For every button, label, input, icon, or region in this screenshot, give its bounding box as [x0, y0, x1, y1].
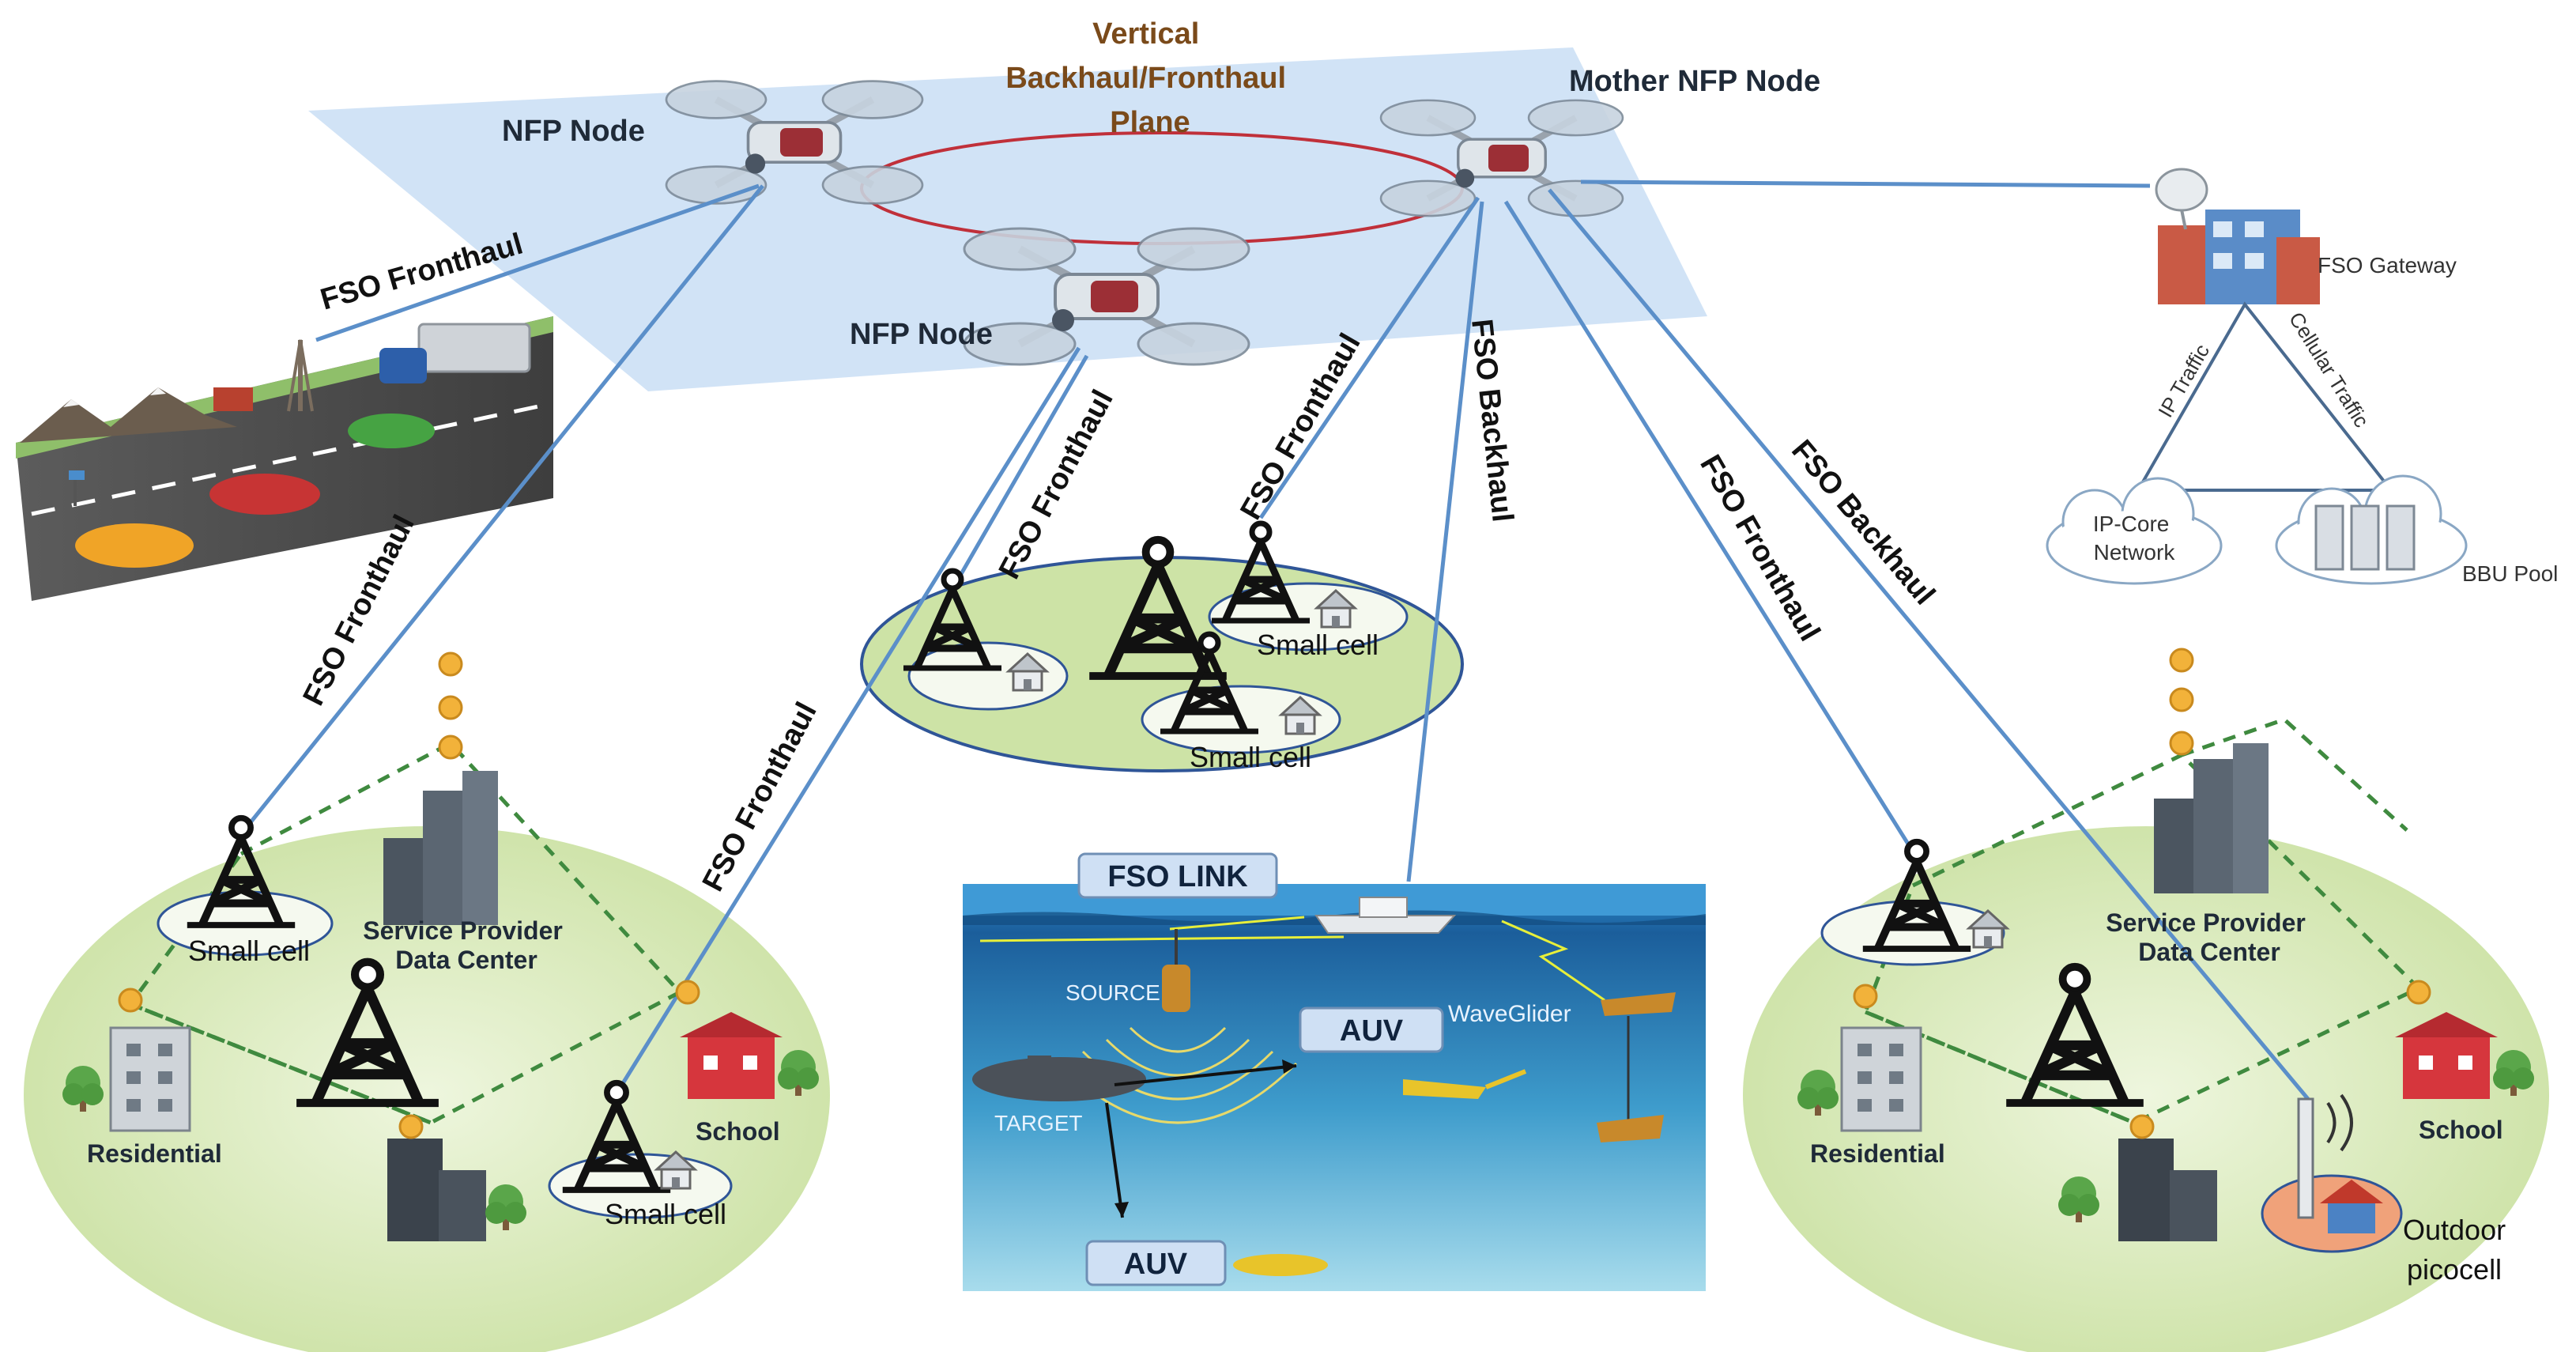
fso-fronthaul-label-lower: FSO Fronthaul — [696, 697, 824, 897]
target-label: TARGET — [994, 1111, 1082, 1135]
source-label: SOURCE — [1065, 980, 1160, 1005]
fso-fronthaul-label-center-right: FSO Fronthaul — [1234, 328, 1367, 526]
bulb-icon — [438, 695, 463, 720]
bulb-icon — [438, 735, 463, 760]
picocell-house-icon — [2320, 1180, 2383, 1233]
bulb-icon — [2169, 648, 2194, 673]
bulb-icon — [398, 1114, 424, 1139]
right-data-center-icon — [2154, 743, 2269, 893]
vertical-plane — [308, 47, 1707, 391]
small-cell-label: Small cell — [605, 1198, 726, 1230]
fso-link-box — [1077, 852, 1278, 899]
fso-backhaul-label-right: FSO Backhaul — [1785, 434, 1941, 611]
mother-nfp-node-label: Mother NFP Node — [1569, 65, 1820, 98]
right-data-center-label: Service Provider Data Center — [2106, 908, 2312, 966]
ip-core-label: IP-Core Network — [2093, 512, 2175, 565]
left-school-icon — [680, 1012, 783, 1099]
bulb-icon — [438, 651, 463, 677]
center-cell-1 — [907, 641, 1069, 711]
bulb-icon — [2406, 980, 2431, 1005]
right-school-icon — [2395, 1012, 2498, 1099]
bulb-icon — [2169, 687, 2194, 712]
bulb-icon — [2129, 1114, 2155, 1139]
small-cell-label: Small cell — [1257, 629, 1379, 661]
ip-core-cloud — [2046, 477, 2223, 585]
right-residential-label: Residential — [1810, 1139, 1945, 1168]
bbu-pool-cloud — [2275, 474, 2468, 585]
bulb-icon — [1853, 984, 1878, 1009]
right-school-label: School — [2419, 1116, 2503, 1144]
plane-title: Vertical Backhaul/Fronthaul Plane — [1005, 17, 1294, 139]
auv-label-upper: AUV — [1340, 1014, 1404, 1048]
fso-link-label: FSO LINK — [1107, 860, 1248, 893]
small-cell-label: Small cell — [188, 935, 310, 967]
fso-links — [239, 179, 2310, 1101]
fso-gateway-label: FSO Gateway — [2318, 253, 2457, 278]
left-ground-area — [24, 826, 830, 1352]
picocell-antenna-icon — [2297, 1093, 2353, 1219]
bulb-icon — [675, 980, 700, 1005]
left-school-label: School — [696, 1117, 780, 1146]
waveglider-label: WaveGlider — [1448, 1001, 1571, 1027]
nfp-node-left-label: NFP Node — [502, 115, 645, 148]
left-residential-label: Residential — [87, 1139, 222, 1168]
auv-label-lower: AUV — [1124, 1248, 1188, 1281]
fso-gateway-building — [2155, 168, 2320, 304]
highway-scene — [16, 316, 554, 601]
underwater-panel — [963, 884, 1706, 1291]
right-residential-icon — [1840, 1026, 1922, 1132]
outdoor-picocell-label: Outdoor picocell — [2403, 1214, 2514, 1286]
fso-backhaul-label-center: FSO Backhaul — [1465, 318, 1519, 524]
bulb-icon — [118, 988, 143, 1013]
small-cell-label: Small cell — [1190, 741, 1311, 773]
left-residential-icon — [109, 1026, 191, 1132]
right-office-icon — [2118, 1139, 2217, 1241]
auv-box-upper — [1299, 1006, 1444, 1053]
left-data-center-label: Service Provider Data Center — [363, 916, 569, 974]
gateway-triangle — [2135, 301, 2395, 492]
left-office-icon — [387, 1139, 486, 1241]
nfp-node-center-label: NFP Node — [850, 318, 993, 351]
bbu-pool-label: BBU Pool — [2462, 561, 2558, 586]
bulb-icon — [2169, 731, 2194, 756]
left-data-center-icon — [383, 771, 498, 925]
auv-box-lower — [1085, 1240, 1227, 1286]
